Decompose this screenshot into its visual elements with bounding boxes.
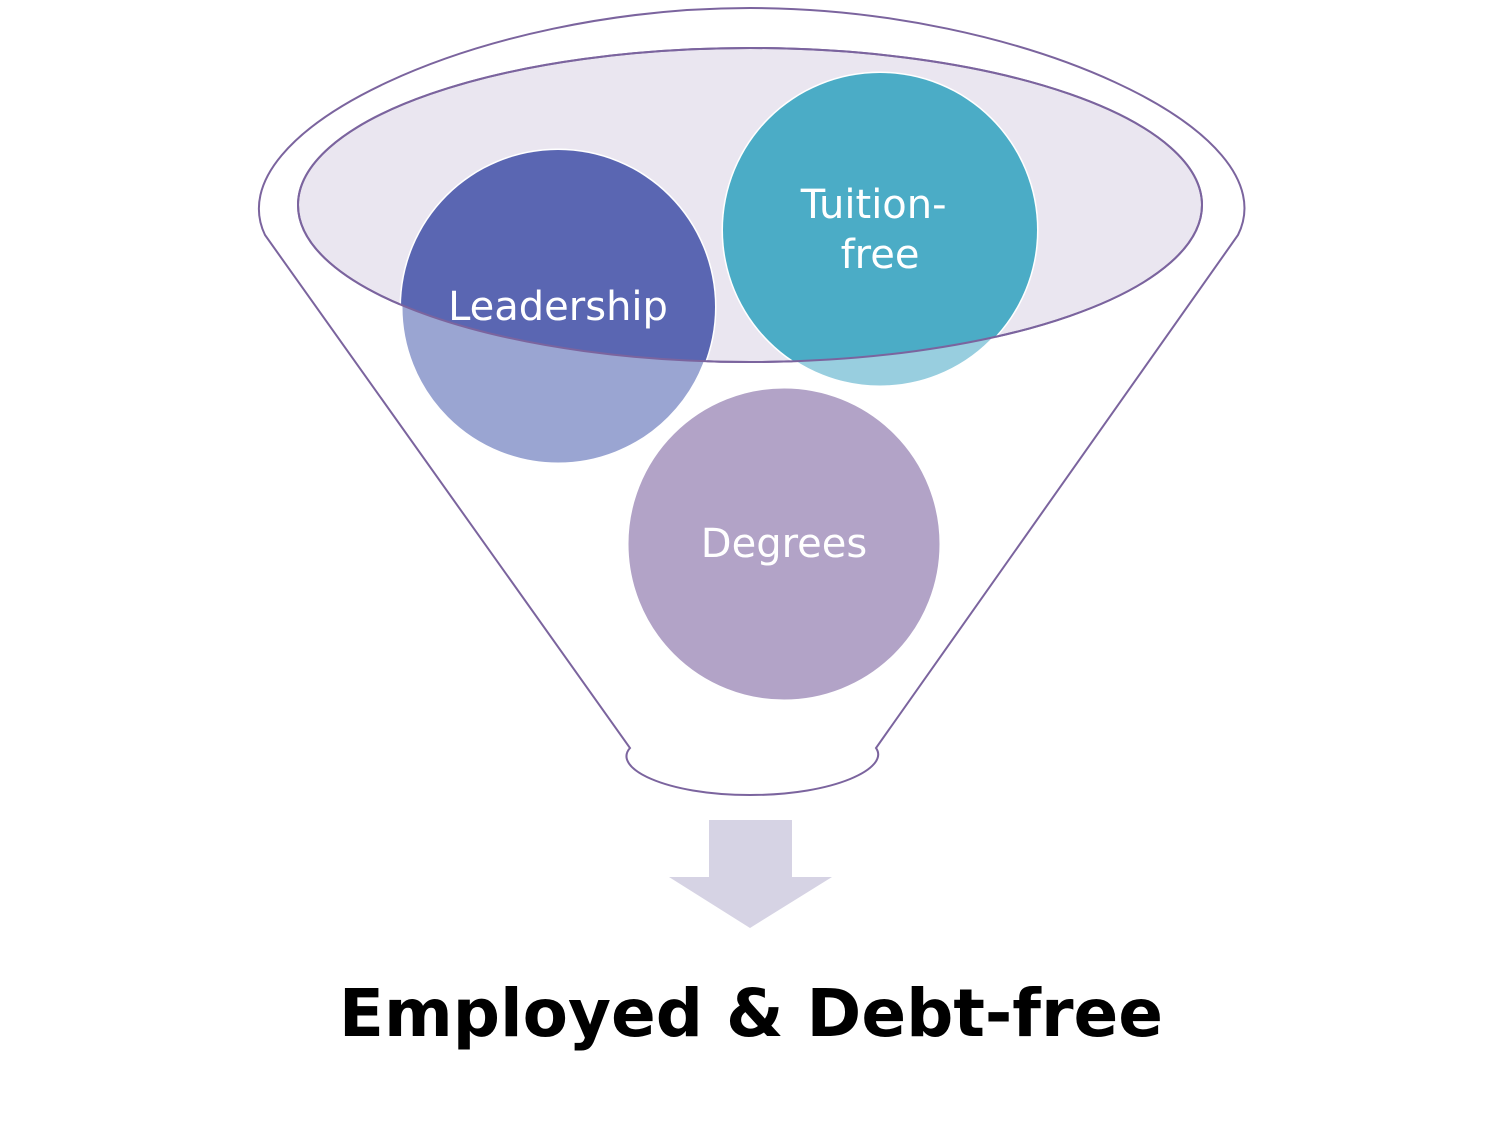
down-arrow-icon xyxy=(669,820,832,928)
tuition-label: Tuition- free xyxy=(800,182,960,278)
tuition-circle-inner xyxy=(723,73,1037,362)
funnel-mouth-edge xyxy=(297,47,1203,363)
result-label: Employed & Debt-free xyxy=(339,975,1163,1052)
degrees-circle xyxy=(625,385,943,703)
tuition-bubble: Tuition- free xyxy=(721,71,1039,389)
leadership-circle-inner xyxy=(401,150,715,362)
leadership-label: Leadership xyxy=(448,284,668,330)
degrees-label: Degrees xyxy=(701,521,867,567)
degrees-bubble: Degrees xyxy=(625,385,943,703)
leadership-bubble: Leadership xyxy=(399,148,717,466)
